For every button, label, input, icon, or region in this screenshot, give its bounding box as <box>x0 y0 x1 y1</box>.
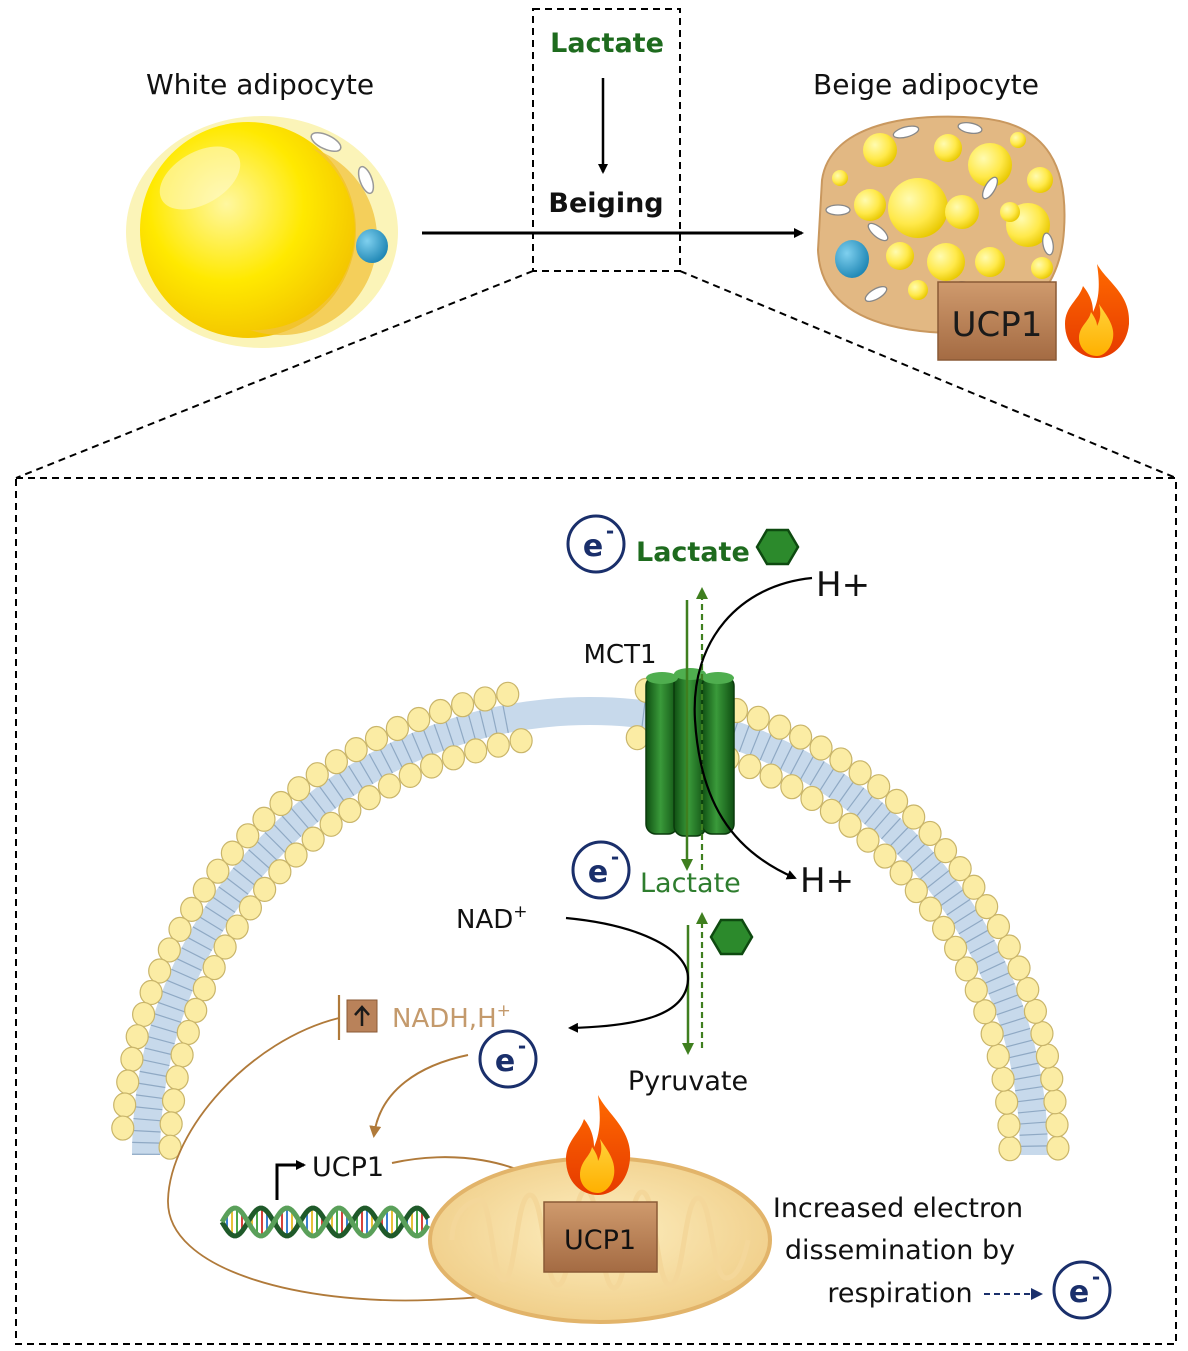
svg-text:e: e <box>583 529 603 564</box>
proton-extracellular-label: H+ <box>816 565 870 605</box>
lactate-cytosolic-label: Lactate <box>640 868 741 899</box>
mito-ucp1-box <box>543 1201 658 1273</box>
beige-ucp1-label: UCP1 <box>952 305 1043 345</box>
nad-reduction-arrow <box>565 916 690 1033</box>
electron-badge-released: e - <box>1052 1260 1112 1320</box>
ucp1-gene-label: UCP1 <box>312 1152 384 1183</box>
electron-badge-cytosol: e - <box>571 840 631 900</box>
electron-badge-outside: e - <box>566 514 626 574</box>
nadh-to-ucp1-gene-arrow <box>369 1054 469 1138</box>
up-arrow-icon <box>354 1005 370 1026</box>
dna-double-helix-icon <box>219 1205 431 1239</box>
nadh-label: NADH,H+ <box>392 1001 511 1034</box>
mito-flame-icon <box>566 1095 631 1195</box>
mct1-transporter <box>645 668 735 837</box>
beiging-label: Beiging <box>548 188 663 219</box>
svg-text:-: - <box>1092 1265 1100 1289</box>
svg-text:e: e <box>495 1044 515 1079</box>
svg-text:e: e <box>1069 1275 1089 1310</box>
beige-ucp1-box <box>937 281 1057 361</box>
zoom-line-right <box>679 270 1177 479</box>
svg-text:-: - <box>518 1034 526 1058</box>
nad-label: NAD+ <box>456 902 528 935</box>
beiging-focus-box <box>532 8 681 272</box>
white-adipocyte-label: White adipocyte <box>146 68 374 101</box>
respiration-line-2: dissemination by <box>785 1235 1015 1266</box>
beige-flame-icon <box>1065 264 1130 358</box>
electron-badge-nadh: e - <box>478 1029 538 1089</box>
respiration-line-1: Increased electron <box>773 1193 1023 1224</box>
plasma-membrane-bilayer <box>111 677 1070 1162</box>
lactate-top-label: Lactate <box>550 28 664 59</box>
respiration-line-3: respiration <box>827 1278 972 1309</box>
lactate-hexagon-icon <box>755 528 800 566</box>
lactate-hexagon-icon-cytosol <box>709 918 754 956</box>
beige-adipocyte-label: Beige adipocyte <box>813 68 1039 101</box>
svg-text:e: e <box>588 855 608 890</box>
proton-cotransport-arrow <box>693 576 813 880</box>
proton-cytosolic-label: H+ <box>800 861 854 901</box>
white-adipocyte-cell <box>126 116 398 348</box>
zoom-line-left <box>15 270 534 479</box>
svg-text:-: - <box>606 519 614 543</box>
beige-adipocyte-cell <box>816 115 1066 334</box>
svg-text:-: - <box>611 845 619 869</box>
lactate-extracellular-label: Lactate <box>636 537 750 568</box>
detail-panel <box>15 477 1177 1345</box>
mito-ucp1-label: UCP1 <box>564 1225 636 1256</box>
pyruvate-label: Pyruvate <box>628 1066 748 1097</box>
promoter-arrow-icon <box>275 1160 306 1200</box>
mct1-label: MCT1 <box>583 640 656 670</box>
